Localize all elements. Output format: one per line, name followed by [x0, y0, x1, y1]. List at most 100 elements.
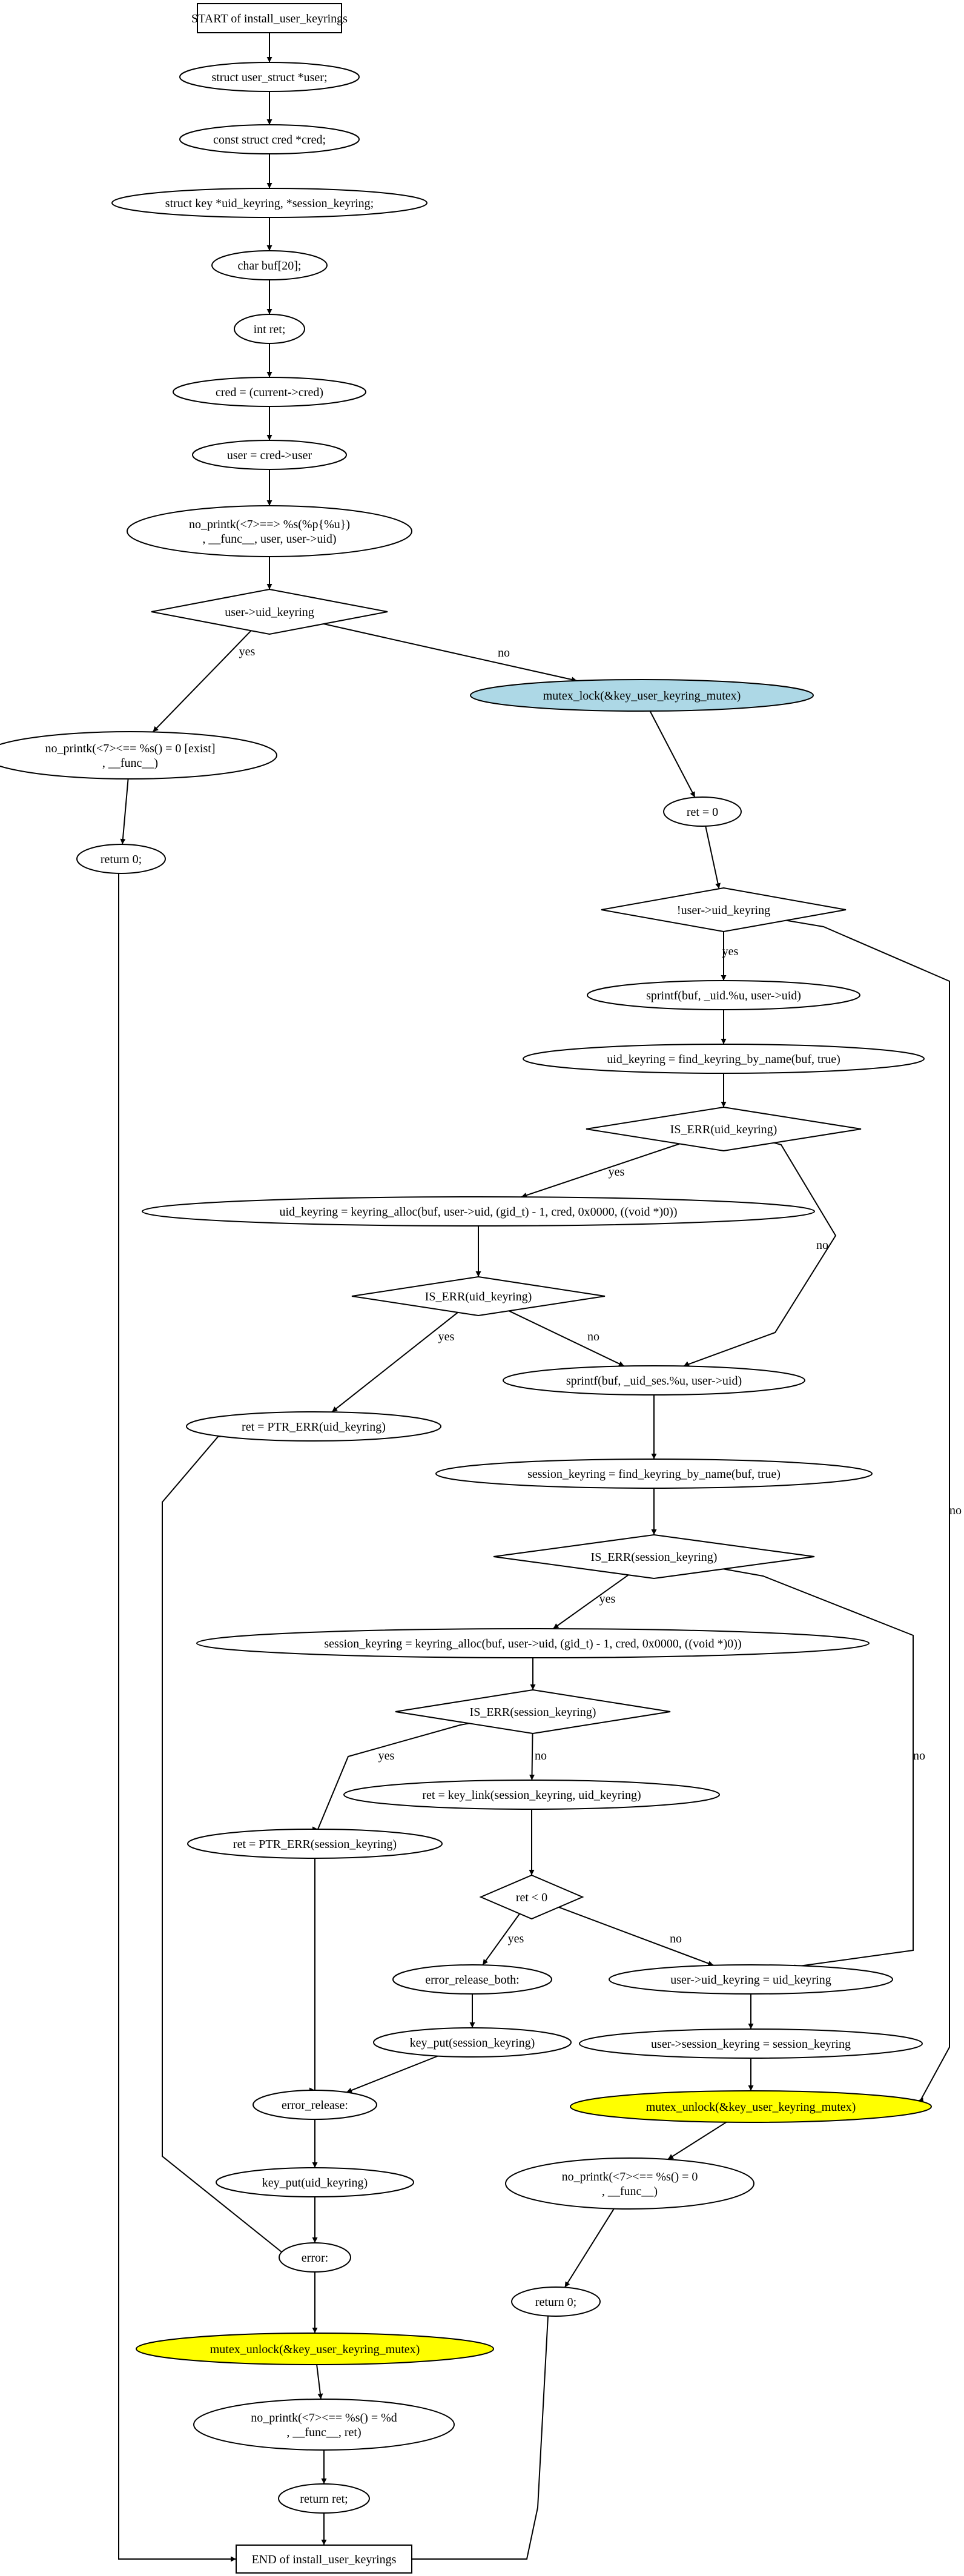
node-cond_iserr_ses1: IS_ERR(session_keyring) [493, 1534, 815, 1580]
edge-mutex_unlock_ok-to-printk_ok [667, 2121, 727, 2160]
node-label: return ret; [300, 2492, 348, 2506]
edge-label-no: no [949, 1504, 962, 1517]
edge-label-no: no [913, 1749, 925, 1763]
edge-cond_iserr_ses1-to-alloc_ses [552, 1574, 629, 1629]
node-label: session_keyring = keyring_alloc(buf, use… [324, 1637, 741, 1651]
node-decl_keyrings: struct key *uid_keyring, *session_keyrin… [111, 188, 428, 218]
node-sprintf_ses: sprintf(buf, _uid_ses.%u, user->uid) [503, 1365, 805, 1396]
edge-cond_iserr_ses2-to-ret_ptr_err_ses [317, 1723, 469, 1830]
node-printk_ret: no_printk(<7><== %s() = %d, __func__, re… [193, 2399, 455, 2451]
ellipse-shape [111, 188, 428, 218]
node-printk_enter: no_printk(<7>==> %s(%p{%u}), __func__, u… [127, 505, 412, 557]
node-printk_ok: no_printk(<7><== %s() = 0, __func__) [505, 2157, 754, 2210]
diamond-shape [351, 1276, 606, 1317]
diamond-shape [493, 1534, 815, 1580]
node-ret_ptr_err_ses: ret = PTR_ERR(session_keyring) [187, 1829, 443, 1859]
ellipse-shape [127, 505, 412, 557]
node-cond_iserr_uid1: IS_ERR(uid_keyring) [586, 1106, 862, 1152]
ellipse-shape [142, 1196, 815, 1227]
node-label: ret = PTR_ERR(session_keyring) [233, 1838, 397, 1851]
diamond-shape [479, 1874, 584, 1920]
node-error_release: error_release: [253, 2090, 377, 2120]
ellipse-shape [187, 1829, 443, 1859]
node-mutex_lock: mutex_lock(&key_user_keyring_mutex) [470, 679, 814, 712]
ellipse-shape [0, 731, 277, 780]
node-label: sprintf(buf, _uid.%u, user->uid) [646, 989, 801, 1002]
node-return_ret: return ret; [278, 2483, 370, 2514]
diamond-shape [395, 1689, 671, 1735]
node-cond_uid_keyring: user->uid_keyring [151, 588, 388, 635]
node-label: const struct cred *cred; [213, 133, 326, 147]
edge-ret_zero-to-cond_not_uid_keyring [705, 826, 721, 889]
node-decl_buf: char buf[20]; [211, 250, 328, 280]
edge-label-no: no [498, 646, 510, 660]
ellipse-shape [196, 1628, 870, 1658]
node-label: IS_ERR(uid_keyring) [425, 1290, 532, 1303]
node-key_link: ret = key_link(session_keyring, uid_keyr… [343, 1780, 720, 1810]
edge-cond_uid_keyring-to-printk_exist [152, 630, 252, 733]
edge-printk_ok-to-return0_b [564, 2208, 615, 2288]
diamond-shape [601, 887, 847, 933]
edge-cond_ret_lt0-to-error_release_both [482, 1913, 521, 1965]
ellipse-shape [579, 2028, 923, 2059]
node-label: IS_ERR(uid_keyring) [670, 1123, 777, 1136]
node-set_ses_keyring: user->session_keyring = session_keyring [579, 2028, 923, 2059]
node-label: char buf[20]; [238, 259, 302, 273]
node-label: , __func__) [602, 2185, 658, 2198]
ellipse-shape [609, 1964, 893, 1995]
node-label: no_printk(<7>==> %s(%p{%u}) [189, 518, 350, 531]
node-label: , __func__, user, user->uid) [202, 532, 336, 546]
node-label: int ret; [254, 323, 286, 336]
edge-printk_exist-to-return0_a [120, 778, 129, 845]
node-label: user->uid_keyring [225, 606, 314, 619]
node-label: sprintf(buf, _uid_ses.%u, user->uid) [566, 1374, 742, 1388]
node-label: ret = key_link(session_keyring, uid_keyr… [422, 1789, 641, 1802]
node-label: struct key *uid_keyring, *session_keyrin… [165, 197, 374, 210]
diamond-shape [151, 588, 388, 635]
diamond-shape [586, 1106, 862, 1152]
node-assign_user: user = cred->user [192, 440, 347, 470]
ellipse-shape [663, 796, 742, 827]
edge-cond_uid_keyring-to-mutex_lock [323, 623, 578, 683]
node-label: user = cred->user [227, 449, 312, 462]
node-alloc_uid: uid_keyring = keyring_alloc(buf, user->u… [142, 1196, 815, 1227]
node-find_uid: uid_keyring = find_keyring_by_name(buf, … [523, 1044, 925, 1074]
ellipse-shape [76, 844, 166, 874]
ellipse-shape [279, 2242, 351, 2273]
edge-return0_a-to-end [118, 873, 236, 2562]
node-label: error_release_both: [425, 1973, 519, 1987]
node-assign_cred: cred = (current->cred) [173, 377, 366, 407]
node-label: user->session_keyring = session_keyring [651, 2038, 851, 2051]
node-label: cred = (current->cred) [216, 386, 323, 399]
ellipse-shape [511, 2286, 601, 2317]
node-label: no_printk(<7><== %s() = 0 [exist] [45, 742, 216, 755]
node-decl_user: struct user_struct *user; [179, 62, 360, 92]
node-label: mutex_unlock(&key_user_keyring_mutex) [646, 2101, 856, 2114]
node-mutex_unlock_err: mutex_unlock(&key_user_keyring_mutex) [136, 2333, 494, 2365]
node-label: START of install_user_keyrings [191, 12, 348, 25]
ellipse-shape [470, 679, 814, 712]
node-key_put_uid: key_put(uid_keyring) [216, 2167, 414, 2197]
ellipse-shape [186, 1411, 441, 1442]
node-sprintf_uid: sprintf(buf, _uid.%u, user->uid) [587, 980, 860, 1010]
node-label: uid_keyring = find_keyring_by_name(buf, … [607, 1053, 840, 1066]
ellipse-shape [179, 62, 360, 92]
node-label: END of install_user_keyrings [252, 2553, 397, 2566]
node-cond_ret_lt0: ret < 0 [479, 1874, 584, 1920]
edge-key_put_ses-to-error_release [346, 2055, 438, 2093]
edge-label-no: no [587, 1330, 599, 1343]
edge-mutex_lock-to-ret_zero [649, 710, 696, 798]
node-start: START of install_user_keyrings [191, 3, 348, 33]
node-label: return 0; [101, 853, 142, 866]
node-label: mutex_lock(&key_user_keyring_mutex) [543, 689, 741, 703]
node-label: error: [302, 2251, 328, 2265]
ellipse-shape [253, 2090, 377, 2120]
rect-shape [197, 3, 342, 33]
node-cond_iserr_uid2: IS_ERR(uid_keyring) [351, 1276, 606, 1317]
node-return0_b: return 0; [511, 2286, 601, 2317]
node-label: IS_ERR(session_keyring) [591, 1551, 718, 1564]
node-end: END of install_user_keyrings [236, 2545, 412, 2574]
node-label: error_release: [282, 2099, 348, 2112]
